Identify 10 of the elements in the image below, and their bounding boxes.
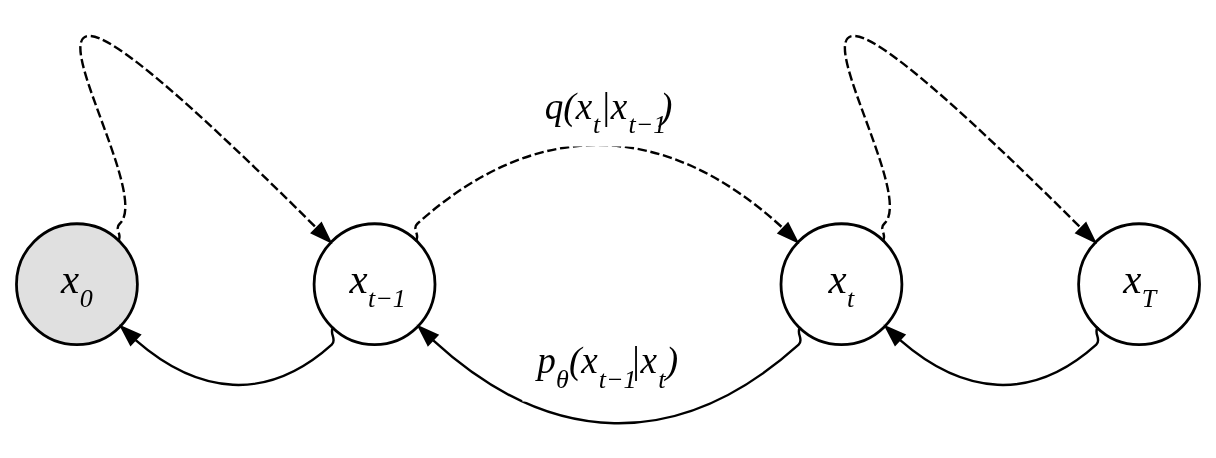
edge-label: q(x$_{t}$|x$_{t−1}$) — [544, 85, 673, 139]
node-circle: x$_{T}$ — [1077, 221, 1201, 346]
arrow — [118, 323, 335, 386]
arrow — [883, 323, 1100, 386]
node-circle: x$_{t}$ — [779, 221, 904, 346]
node-circle: x$_{0}$ — [15, 221, 139, 346]
arrow — [80, 35, 333, 244]
edge-label: p$_{θ}$(x$_{t−1}$|x$_{t}$) — [537, 339, 679, 394]
arrow — [416, 323, 802, 424]
arrow — [844, 35, 1098, 244]
